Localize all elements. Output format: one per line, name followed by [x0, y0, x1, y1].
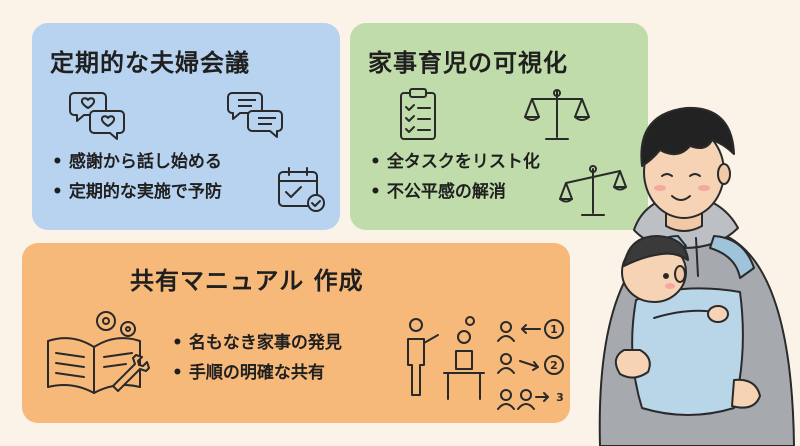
manual-card: 共有マニュアル 作成 名もなき家事の発見 手順の明確な共有 — [22, 243, 570, 423]
manual-title: 共有マニュアル 作成 — [130, 267, 364, 295]
flow-number: 3 — [556, 391, 564, 404]
calendar-check-icon — [276, 165, 328, 213]
meetings-bullet: 感謝から話し始める — [52, 147, 222, 177]
people-teaching-icon — [404, 313, 494, 409]
task-flow-icon: 1 2 3 — [496, 317, 568, 417]
meetings-title: 定期的な夫婦会議 — [50, 49, 250, 77]
flow-number: 1 — [550, 323, 558, 336]
balance-scale-icon — [524, 87, 590, 143]
flow-number: 2 — [550, 359, 558, 372]
visualize-card: 家事育児の可視化 全タスクをリスト化 不公平感の解消 — [350, 23, 648, 230]
unbalanced-scale-icon — [560, 163, 626, 219]
meetings-card: 定期的な夫婦会議 感謝から話し始める 定期的な実施で予防 — [32, 23, 340, 230]
visualize-bullet: 全タスクをリスト化 — [370, 147, 540, 177]
chat-bubbles-icon — [228, 89, 286, 141]
heart-chat-icon — [70, 89, 128, 141]
checklist-icon — [398, 87, 440, 143]
visualize-title: 家事育児の可視化 — [368, 49, 568, 77]
meetings-bullet: 定期的な実施で予防 — [52, 177, 222, 207]
manual-bullet: 手順の明確な共有 — [172, 358, 342, 388]
father-with-baby-illustration — [584, 80, 800, 446]
manual-book-tools-icon — [44, 307, 154, 399]
manual-bullet: 名もなき家事の発見 — [172, 328, 342, 358]
visualize-bullet: 不公平感の解消 — [370, 177, 540, 207]
